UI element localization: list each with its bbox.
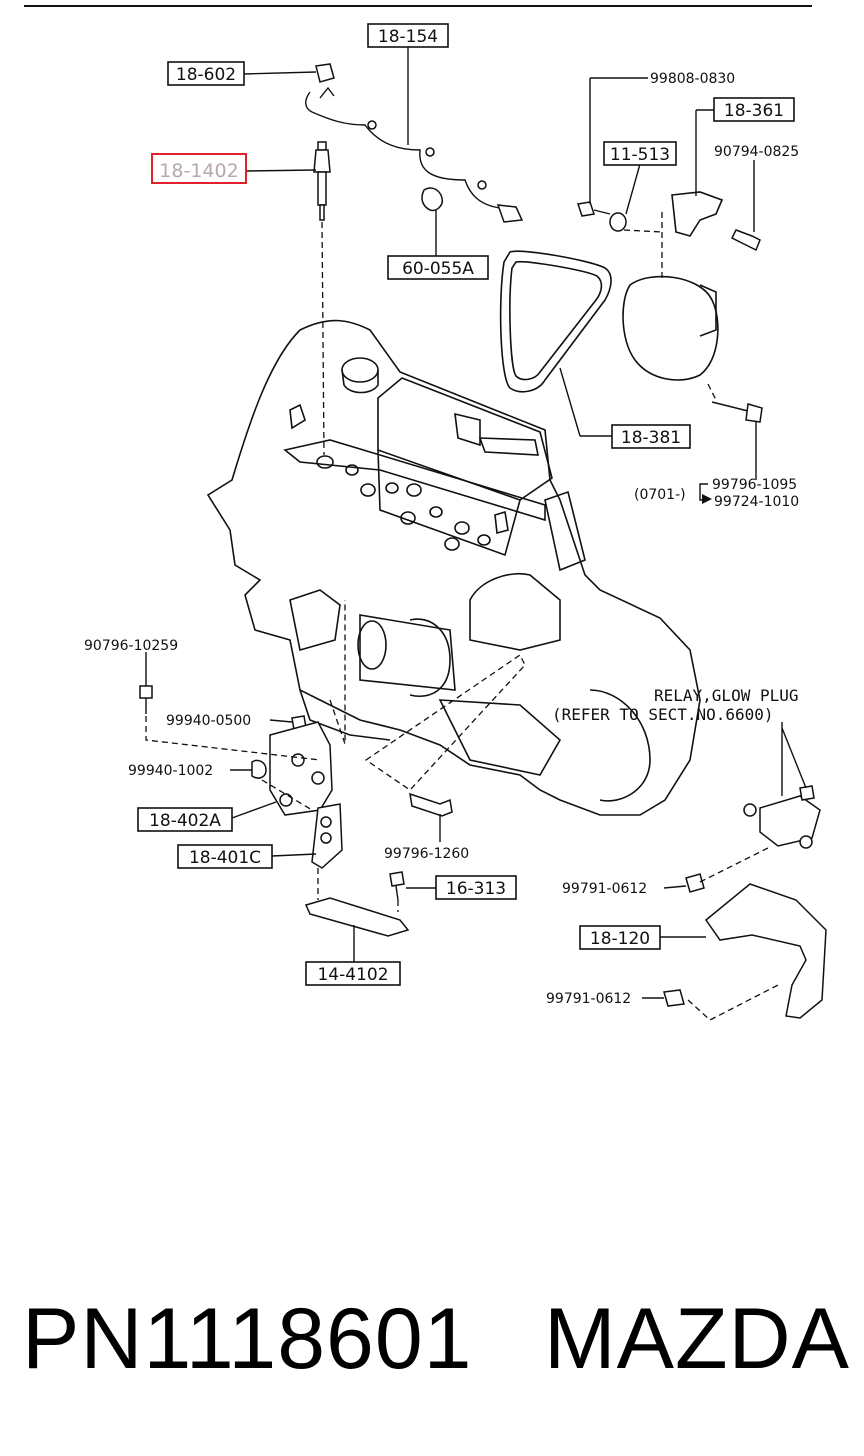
leader-lines — [145, 47, 807, 999]
callout-18-1402-highlighted[interactable]: 18-1402 — [151, 153, 247, 184]
callout-text: 11-513 — [610, 145, 670, 165]
callout-text: 60-055A — [402, 259, 474, 279]
callout-text: 18-602 — [176, 65, 236, 85]
highlight-frame — [151, 153, 247, 184]
callout-99808-0830[interactable]: 99808-0830 — [650, 71, 735, 87]
callout-text: 90796-10259 — [84, 638, 178, 654]
callout-text: 18-154 — [378, 27, 438, 47]
callout-text: 18-381 — [621, 428, 681, 448]
callout-text: 18-361 — [724, 101, 784, 121]
part-number: PN1118601 — [22, 1291, 473, 1387]
callout-text: 18-401C — [189, 848, 261, 868]
brackets-illustration — [139, 685, 827, 1019]
callout-14-4102[interactable]: 14-4102 — [305, 961, 401, 986]
callout-text: 99791-0612 — [562, 881, 647, 897]
relay-note-line2: (REFER TO SECT.NO.6600) — [552, 705, 774, 724]
callout-text: 14-4102 — [317, 965, 388, 985]
callout-text: 99796-1095 — [712, 477, 797, 493]
callout-text: 99808-0830 — [650, 71, 735, 87]
callout-text: 16-313 — [446, 879, 506, 899]
callout-text: 90794-0825 — [714, 144, 799, 160]
callout-18-154[interactable]: 18-154 — [367, 23, 449, 48]
callout-90796-10259[interactable]: 90796-10259 — [84, 638, 178, 654]
callout-99791-0612-upper[interactable]: 99791-0612 — [562, 881, 647, 897]
callout-text: 99724-1010 — [714, 494, 799, 510]
callout-text: 18-402A — [149, 811, 221, 831]
callout-18-361[interactable]: 18-361 — [713, 97, 795, 122]
belt-and-pump-illustration — [499, 191, 763, 423]
relay-note-line1: RELAY,GLOW PLUG — [654, 686, 799, 705]
callout-text: (0701-) — [634, 487, 686, 503]
callout-99724-1010[interactable]: 99724-1010 — [714, 494, 799, 510]
callout-text: 18-1402 — [159, 160, 238, 182]
callout-60-055a[interactable]: 60-055A — [387, 255, 489, 280]
assembly-dashed-lines — [145, 212, 781, 1021]
callout-99940-0500[interactable]: 99940-0500 — [166, 713, 251, 729]
engine-block-illustration — [206, 319, 701, 816]
callout-text: 18-120 — [590, 929, 650, 949]
callout-99796-1260[interactable]: 99796-1260 — [384, 846, 469, 862]
callout-text: 99791-0612 — [546, 991, 631, 1007]
arrow-icon — [702, 494, 712, 504]
callout-18-120[interactable]: 18-120 — [579, 925, 661, 950]
callout-text: 99940-1002 — [128, 763, 213, 779]
callout-11-513[interactable]: 11-513 — [603, 141, 677, 166]
wire-harness-illustration — [305, 63, 524, 223]
callout-18-602[interactable]: 18-602 — [167, 61, 245, 86]
callout-99796-1095[interactable]: 99796-1095 — [712, 477, 797, 493]
callout-0701: (0701-) — [634, 487, 686, 503]
callout-text: 99796-1260 — [384, 846, 469, 862]
callout-99940-1002[interactable]: 99940-1002 — [128, 763, 213, 779]
callout-18-381[interactable]: 18-381 — [611, 424, 691, 449]
callout-16-313[interactable]: 16-313 — [435, 875, 517, 900]
brand-name: MAZDA — [544, 1291, 850, 1387]
callout-18-402a[interactable]: 18-402A — [137, 807, 233, 832]
footer: PN1118601 MAZDA — [0, 1290, 864, 1410]
callout-99791-0612-lower[interactable]: 99791-0612 — [546, 991, 631, 1007]
callout-90794-0825[interactable]: 90794-0825 — [714, 144, 799, 160]
callout-text: 99940-0500 — [166, 713, 251, 729]
callout-18-401c[interactable]: 18-401C — [177, 844, 273, 869]
